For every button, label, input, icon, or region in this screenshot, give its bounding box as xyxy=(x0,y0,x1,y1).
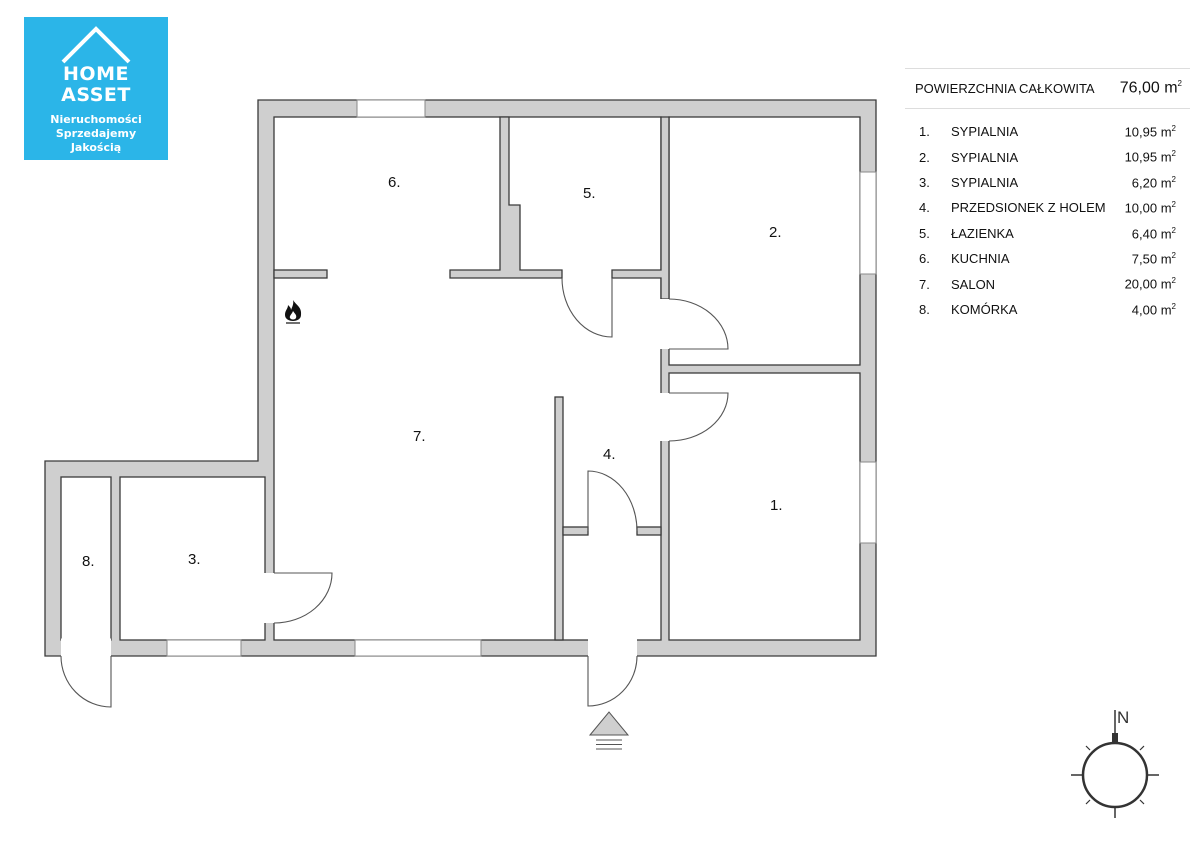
logo-tagline: Nieruchomości Sprzedajemy Jakością xyxy=(24,113,168,155)
entrance-arrow-icon xyxy=(588,711,630,750)
room-2-interior xyxy=(668,116,861,366)
room-area: 10,00 m2 xyxy=(1125,200,1176,215)
unit-sup: 2 xyxy=(1171,124,1176,134)
house-roof-icon xyxy=(61,26,131,64)
room-area: 20,00 m2 xyxy=(1125,276,1176,291)
area-row: 4. PRZEDSIONEK Z HOLEM 10,00 m2 xyxy=(905,195,1190,220)
room-label-1: 1. xyxy=(770,497,783,514)
room-name: SYPIALNIA xyxy=(951,124,1019,140)
door-bathroom xyxy=(561,277,613,338)
window xyxy=(354,639,482,657)
unit-sup: 2 xyxy=(1171,276,1176,286)
bathroom-wall xyxy=(449,116,563,279)
room-number: 3. xyxy=(919,174,930,190)
room-number: 4. xyxy=(919,200,930,216)
total-area-row: POWIERZCHNIA CAŁKOWITA 76,00 m2 xyxy=(905,69,1190,109)
room-number: 6. xyxy=(919,251,930,267)
room-area: 10,95 m2 xyxy=(1125,124,1176,139)
area-row: 3. SYPIALNIA 6,20 m2 xyxy=(905,170,1190,195)
hall-wall-left xyxy=(554,396,564,641)
unit-sup: 2 xyxy=(1177,79,1182,89)
room-name: ŁAZIENKA xyxy=(951,225,1014,241)
window xyxy=(859,171,877,275)
room-area-text: 20,00 m xyxy=(1124,276,1172,292)
company-logo: HOME ASSET Nieruchomości Sprzedajemy Jak… xyxy=(24,17,168,160)
window xyxy=(166,639,242,657)
room-3-interior xyxy=(119,476,266,641)
room-area-text: 7,50 m xyxy=(1131,251,1172,267)
window xyxy=(859,461,877,544)
room-label-7: 7. xyxy=(413,428,426,445)
room-8-interior xyxy=(60,476,112,641)
room-area-text: 10,95 m xyxy=(1124,149,1172,165)
unit-sup: 2 xyxy=(1171,149,1176,159)
logo-line1: HOME xyxy=(63,63,129,85)
kitchen-wall-stub xyxy=(273,269,328,279)
total-value-text: 76,00 m xyxy=(1119,79,1178,97)
room-1-interior xyxy=(668,372,861,641)
area-row: 5. ŁAZIENKA 6,40 m2 xyxy=(905,221,1190,246)
room-area: 7,50 m2 xyxy=(1132,251,1176,266)
room-number: 8. xyxy=(919,301,930,317)
door-hall xyxy=(587,470,638,532)
total-area-label: POWIERZCHNIA CAŁKOWITA xyxy=(915,81,1095,96)
hall-inner-wall-left xyxy=(562,526,589,536)
tagline-3: Jakością xyxy=(70,141,122,154)
unit-sup: 2 xyxy=(1171,250,1176,260)
room-area-text: 4,00 m xyxy=(1131,302,1172,318)
window xyxy=(356,99,426,118)
door-room-2 xyxy=(668,298,729,350)
room-area-text: 6,40 m xyxy=(1131,225,1172,241)
door-entrance xyxy=(587,655,638,707)
tagline-1: Nieruchomości xyxy=(50,113,142,126)
tagline-2: Sprzedajemy xyxy=(55,127,137,140)
room-label-8: 8. xyxy=(82,553,95,570)
room-name: SYPIALNIA xyxy=(951,149,1019,165)
room-area: 4,00 m2 xyxy=(1132,302,1176,317)
door-room-8 xyxy=(60,655,112,708)
total-area-value: 76,00 m2 xyxy=(1120,79,1182,97)
room-label-4: 4. xyxy=(603,446,616,463)
room-main-space xyxy=(273,116,662,641)
door-room-3 xyxy=(273,572,333,624)
area-table: POWIERZCHNIA CAŁKOWITA 76,00 m2 1.SYPIAL… xyxy=(905,68,1190,322)
room-area: 10,95 m2 xyxy=(1125,149,1176,164)
room-name: KOMÓRKA xyxy=(951,301,1018,317)
area-row: 6. KUCHNIA 7,50 m2 xyxy=(905,246,1190,271)
room-name: KUCHNIA xyxy=(951,251,1010,267)
room-label-3: 3. xyxy=(188,551,201,568)
flame-icon xyxy=(285,300,302,324)
room-label-6: 6. xyxy=(388,174,401,191)
area-row: 8. KOMÓRKA 4,00 m2 xyxy=(905,297,1190,322)
area-row: 2. SYPIALNIA 10,95 m2 xyxy=(905,144,1190,169)
room-area: 6,40 m2 xyxy=(1132,226,1176,241)
area-row: 7. SALON 20,00 m2 xyxy=(905,271,1190,296)
door-room-1 xyxy=(668,392,729,442)
area-row: 1. SYPIALNIA 10,95 m2 xyxy=(905,119,1190,144)
logo-line2: ASSET xyxy=(61,84,131,106)
room-area-text: 10,00 m xyxy=(1124,200,1172,216)
room-area: 6,20 m2 xyxy=(1132,175,1176,190)
compass-north-label: N xyxy=(1117,708,1129,727)
room-number: 7. xyxy=(919,276,930,292)
unit-sup: 2 xyxy=(1171,225,1176,235)
unit-sup: 2 xyxy=(1171,174,1176,184)
unit-sup: 2 xyxy=(1171,200,1176,210)
hall-inner-wall-right xyxy=(636,526,662,536)
room-area-text: 10,95 m xyxy=(1124,124,1172,140)
room-name: SALON xyxy=(951,276,996,292)
room-name: PRZEDSIONEK Z HOLEM xyxy=(951,200,1106,216)
room-number: 1. xyxy=(919,124,930,140)
room-name: SYPIALNIA xyxy=(951,174,1019,190)
unit-sup: 2 xyxy=(1171,301,1176,311)
room-area-text: 6,20 m xyxy=(1131,175,1172,191)
room-label-2: 2. xyxy=(769,224,782,241)
room-number: 2. xyxy=(919,149,930,165)
room-label-5: 5. xyxy=(583,185,596,202)
room-number: 5. xyxy=(919,225,930,241)
compass-icon: N xyxy=(1071,708,1159,818)
